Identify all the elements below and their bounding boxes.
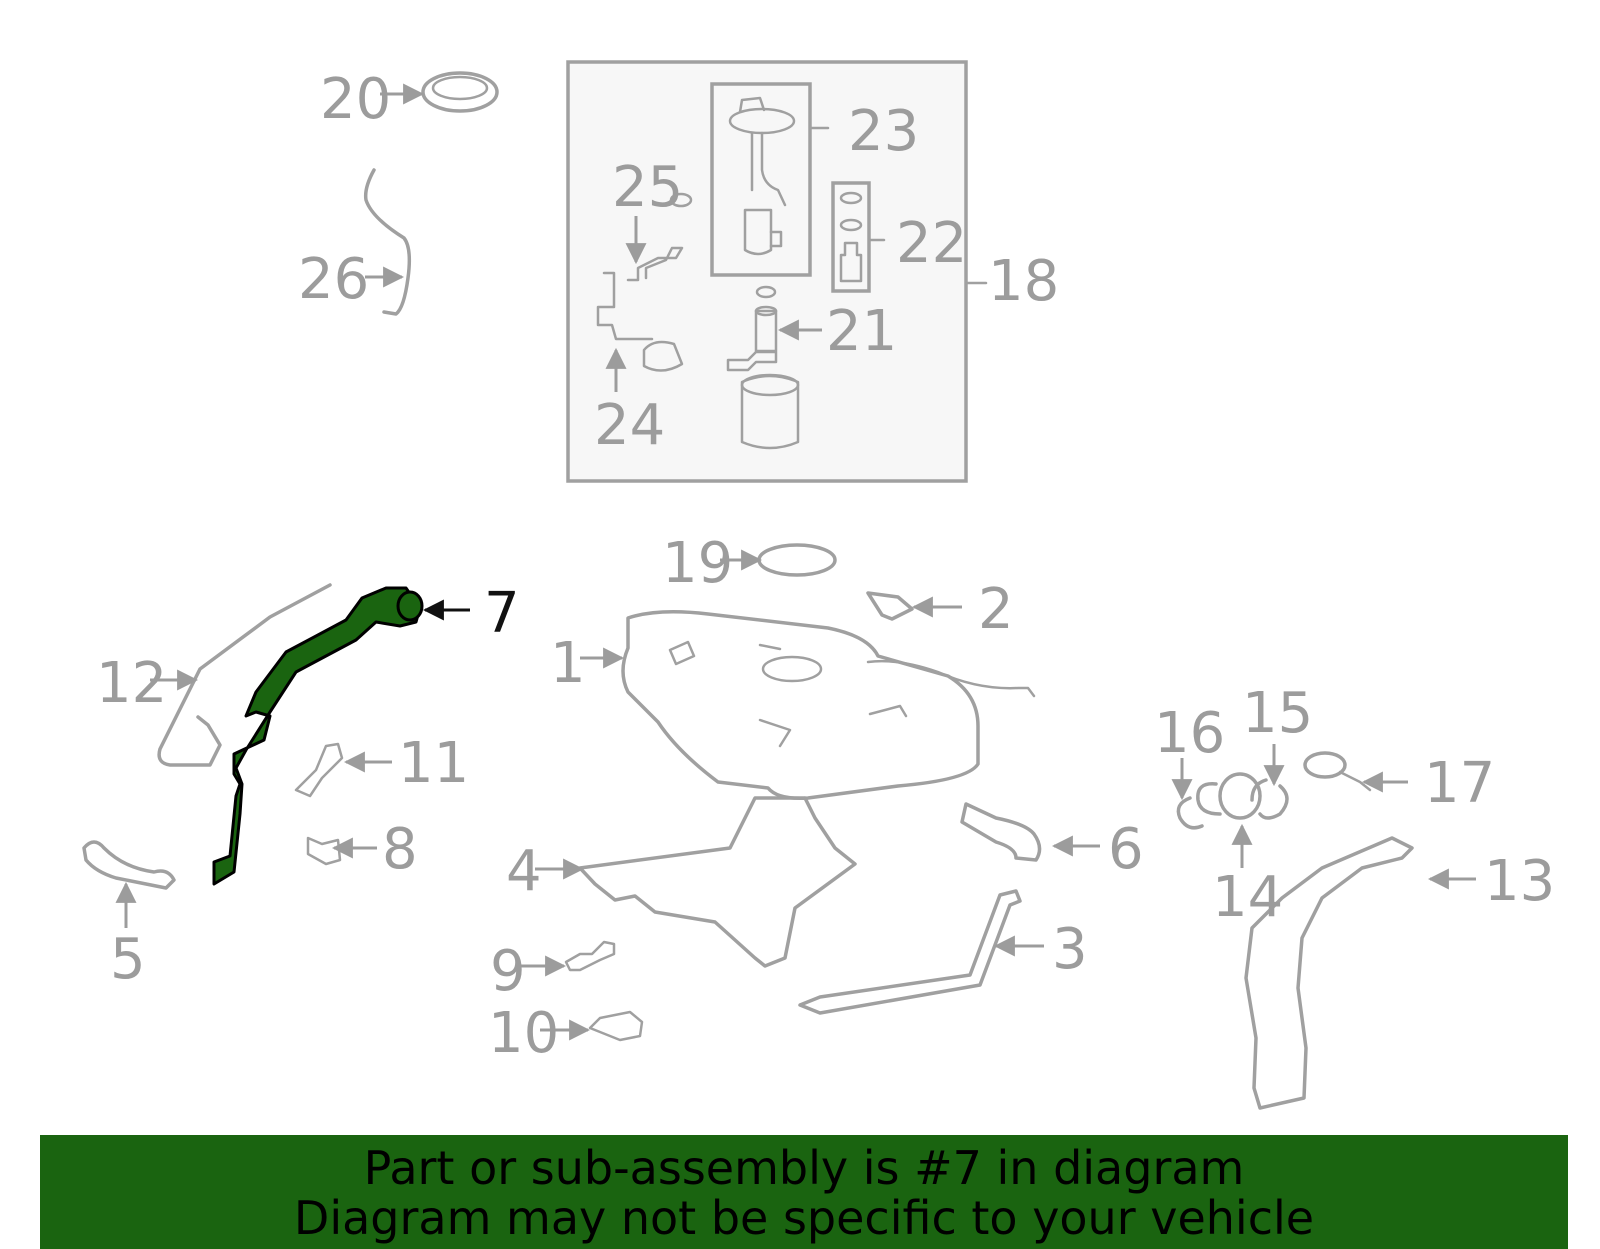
callout-26: 26: [298, 247, 369, 312]
callout-25: 25: [612, 155, 683, 220]
callout-19: 19: [662, 531, 733, 596]
filter-part-22: [839, 191, 863, 283]
callout-22: 22: [896, 211, 967, 276]
callout-13: 13: [1484, 849, 1555, 914]
pump-module-part-23: [728, 96, 796, 256]
pump-part-21: [726, 285, 800, 450]
bracket-part-2: [866, 591, 914, 621]
banner-line-1: Part or sub-assembly is #7 in diagram: [363, 1141, 1245, 1195]
connector-part-25: [626, 192, 693, 282]
protector-part-12: [157, 583, 332, 767]
hose-part-6: [960, 802, 1042, 862]
callout-12: 12: [96, 651, 167, 716]
callout-15: 15: [1242, 681, 1313, 746]
callout-20: 20: [320, 67, 391, 132]
info-banner: Part or sub-assembly is #7 in diagram Di…: [40, 1135, 1568, 1249]
fuel-tank-part-1: [621, 610, 980, 801]
callout-3: 3: [1052, 917, 1088, 982]
seal-part-20: [421, 71, 499, 113]
pump-module-subbox: [710, 82, 812, 277]
harness-part-26: [363, 168, 412, 316]
snap-ring-part-16: [1176, 796, 1204, 830]
filler-pipe-part-7: [212, 586, 424, 886]
ring-part-15: [1250, 778, 1289, 820]
callout-14: 14: [1212, 865, 1283, 930]
callout-11: 11: [398, 731, 469, 796]
callout-1: 1: [550, 631, 586, 696]
callout-18: 18: [988, 249, 1059, 314]
cap-part-17: [1303, 751, 1372, 792]
strap-part-3: [798, 889, 1022, 1015]
callout-7: 7: [484, 581, 520, 646]
protector-part-4: [578, 796, 857, 968]
callout-8: 8: [382, 817, 418, 882]
hose-part-5: [82, 840, 176, 890]
callout-10: 10: [488, 1001, 559, 1066]
clip-part-11: [294, 742, 344, 798]
bracket-part-10: [588, 1010, 644, 1042]
inlet-part-14: [1196, 772, 1262, 820]
sender-part-24: [596, 271, 684, 372]
callout-23: 23: [848, 99, 919, 164]
protector-part-13: [1244, 836, 1414, 1110]
callout-2: 2: [978, 577, 1014, 642]
callout-24: 24: [594, 393, 665, 458]
callout-21: 21: [826, 299, 897, 364]
bracket-part-9: [564, 940, 616, 972]
gasket-part-19: [757, 543, 837, 577]
callout-16: 16: [1154, 701, 1225, 766]
filter-subbox: [831, 181, 871, 293]
callout-6: 6: [1108, 817, 1144, 882]
callout-17: 17: [1424, 751, 1495, 816]
callout-9: 9: [490, 939, 526, 1004]
callout-5: 5: [110, 927, 146, 992]
banner-line-2: Diagram may not be specific to your vehi…: [293, 1191, 1315, 1245]
clip-part-8: [306, 836, 342, 866]
callout-4: 4: [506, 839, 542, 904]
